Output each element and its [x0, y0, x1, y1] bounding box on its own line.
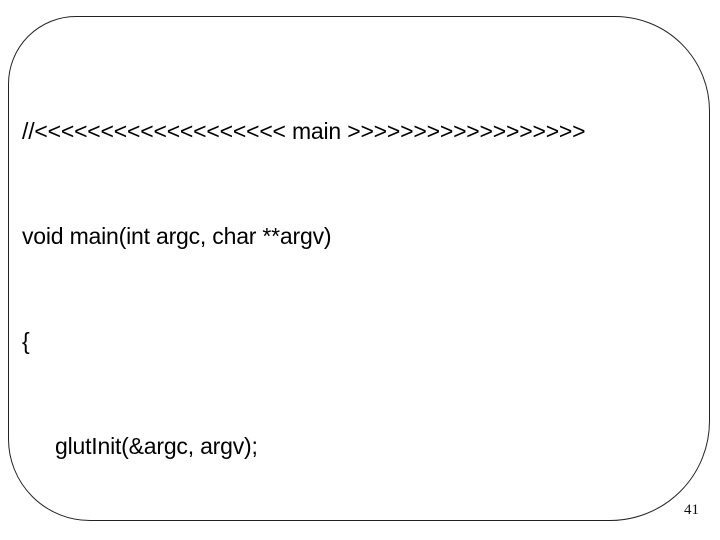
- code-line-open-brace: {: [22, 328, 30, 354]
- slide-border-frame: [8, 16, 710, 521]
- code-line-comment: //<<<<<<<<<<<<<<<<<<< main >>>>>>>>>>>>>…: [22, 118, 586, 144]
- code-line-glutinit: glutInit(&argc, argv);: [55, 433, 258, 459]
- page-number: 41: [684, 502, 699, 518]
- code-line-displaymode: glutInitDisplayMode(GLUT_SINGLE | GLUT_R…: [0, 534, 720, 540]
- code-line-main-signature: void main(int argc, char **argv): [22, 223, 332, 249]
- code-block: //<<<<<<<<<<<<<<<<<<< main >>>>>>>>>>>>>…: [0, 44, 720, 540]
